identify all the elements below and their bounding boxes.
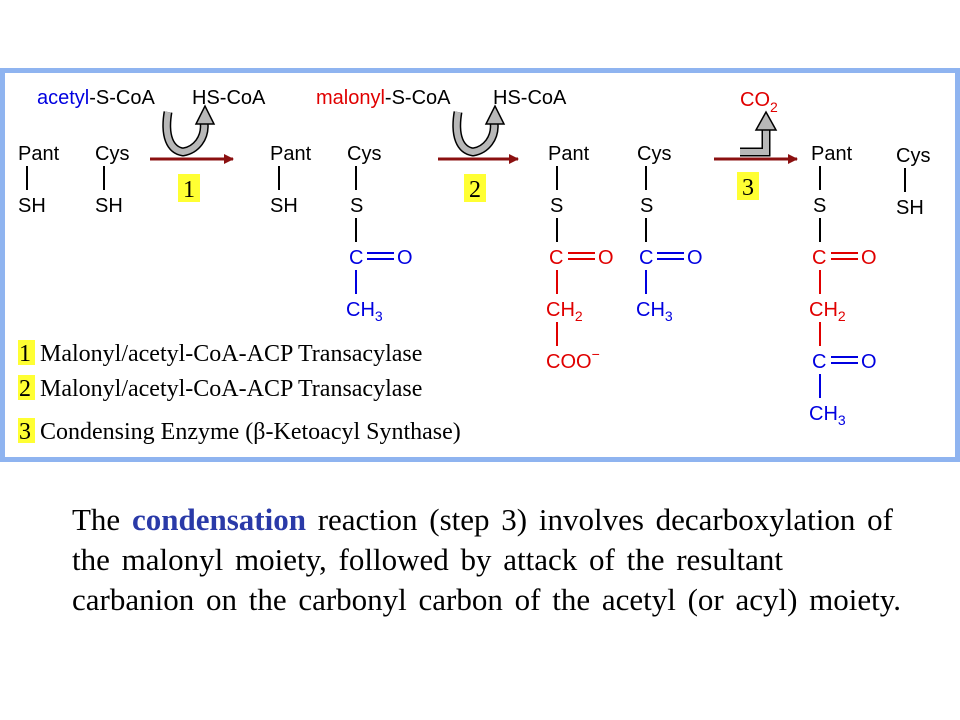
step-badge-2: 2 xyxy=(464,174,486,203)
svg-text:SH: SH xyxy=(18,195,46,217)
svg-text:S: S xyxy=(350,195,363,217)
svg-text:Condensing Enzyme (β-Ketoacyl: Condensing Enzyme (β-Ketoacyl Synthase) xyxy=(40,419,461,445)
co2-label: CO2 xyxy=(740,89,778,115)
svg-text:Cys: Cys xyxy=(347,143,381,165)
svg-text:Cys: Cys xyxy=(637,143,671,165)
step1-product-label: HS-CoA xyxy=(192,87,266,109)
svg-text:SH: SH xyxy=(270,195,298,217)
svg-text:SH: SH xyxy=(95,195,123,217)
svg-text:C: C xyxy=(639,247,653,269)
condensation-keyword: condensation xyxy=(131,502,306,537)
svg-text:S: S xyxy=(813,195,826,217)
svg-text:Malonyl/acetyl-CoA-ACP Transac: Malonyl/acetyl-CoA-ACP Transacylase xyxy=(40,376,422,402)
reaction-diagram-frame xyxy=(0,68,960,462)
cys-label: Cys xyxy=(95,143,129,165)
svg-text:3: 3 xyxy=(742,175,754,201)
svg-text:C: C xyxy=(349,247,363,269)
pant-label: Pant xyxy=(18,143,60,165)
svg-text:Cys: Cys xyxy=(896,145,930,167)
svg-text:C: C xyxy=(812,247,826,269)
svg-text:2: 2 xyxy=(469,177,481,203)
svg-text:O: O xyxy=(598,247,614,269)
enzyme-legend: 1 Malonyl/acetyl-CoA-ACP Transacylase 2 … xyxy=(18,340,461,445)
explanation-caption: The condensation reaction (step 3) invol… xyxy=(72,502,902,617)
structure-2-acetyl-cys: Pant SH Cys S C O CH3 xyxy=(270,143,413,324)
svg-text:C: C xyxy=(549,247,563,269)
legend-item-1: 1 Malonyl/acetyl-CoA-ACP Transacylase xyxy=(18,340,422,367)
structure-4-acetoacetyl: Pant S C O CH2 C O CH3 Cys SH xyxy=(809,143,930,428)
svg-text:S: S xyxy=(640,195,653,217)
svg-text:CH3: CH3 xyxy=(346,299,383,324)
svg-text:1: 1 xyxy=(19,341,31,367)
svg-text:O: O xyxy=(861,247,877,269)
step1-substrate-label: acetyl-S-CoA xyxy=(37,87,155,109)
svg-text:O: O xyxy=(861,351,877,373)
svg-text:CH3: CH3 xyxy=(636,299,673,324)
svg-text:Pant: Pant xyxy=(270,143,312,165)
svg-text:CH2: CH2 xyxy=(546,299,583,324)
svg-text:C: C xyxy=(812,351,826,373)
svg-text:Pant: Pant xyxy=(548,143,590,165)
svg-text:CH3: CH3 xyxy=(809,403,846,428)
svg-text:Pant: Pant xyxy=(811,143,853,165)
svg-text:SH: SH xyxy=(896,197,924,219)
step2-product-label: HS-CoA xyxy=(493,87,567,109)
cofactor-exchange-arrow-1 xyxy=(162,104,216,157)
svg-text:1: 1 xyxy=(183,177,195,203)
svg-text:CH2: CH2 xyxy=(809,299,846,324)
svg-text:3: 3 xyxy=(19,419,31,445)
legend-item-3: 3 Condensing Enzyme (β-Ketoacyl Synthase… xyxy=(18,418,461,445)
svg-text:S: S xyxy=(550,195,563,217)
step-badge-1: 1 xyxy=(178,174,200,203)
structure-1-free-thiols: Pant SH Cys SH xyxy=(18,143,129,217)
svg-text:O: O xyxy=(687,247,703,269)
step-badge-3: 3 xyxy=(737,172,759,201)
svg-text:O: O xyxy=(397,247,413,269)
structure-3-malonyl-acetyl: Pant S C O CH2 COO− Cys S C O CH3 xyxy=(546,143,703,373)
legend-item-2: 2 Malonyl/acetyl-CoA-ACP Transacylase xyxy=(18,375,422,402)
step2-substrate-label: malonyl-S-CoA xyxy=(316,87,451,109)
svg-text:Malonyl/acetyl-CoA-ACP Transac: Malonyl/acetyl-CoA-ACP Transacylase xyxy=(40,341,422,367)
svg-text:COO−: COO− xyxy=(546,346,600,373)
cofactor-exchange-arrow-2 xyxy=(452,104,506,157)
co2-release-arrow xyxy=(740,110,778,157)
svg-text:2: 2 xyxy=(19,376,31,402)
